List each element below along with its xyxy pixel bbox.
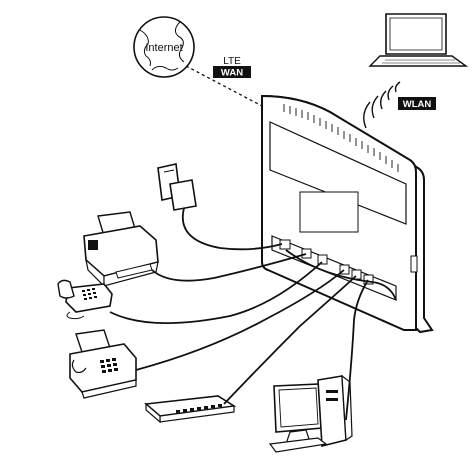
laptop-icon [368,13,469,67]
router-icon [261,94,434,334]
printer-icon [83,211,159,288]
wan-tag [213,66,251,78]
desktop-computer-icon [268,374,353,453]
wireless-signal-icon [363,81,401,129]
internet-label: Internet [145,42,182,54]
network-switch-icon [144,395,237,424]
wlan-label: WLAN [403,99,432,110]
wlan-tag [398,97,436,110]
power-adapter-icon [157,163,197,211]
fax-machine-icon [69,329,137,399]
wan-label: WAN [221,68,243,79]
wan-dashed-link [185,65,263,107]
globe-icon [133,16,195,78]
telephone-icon [57,279,113,320]
cable-connections [109,207,397,421]
lte-label: LTE [223,56,241,67]
